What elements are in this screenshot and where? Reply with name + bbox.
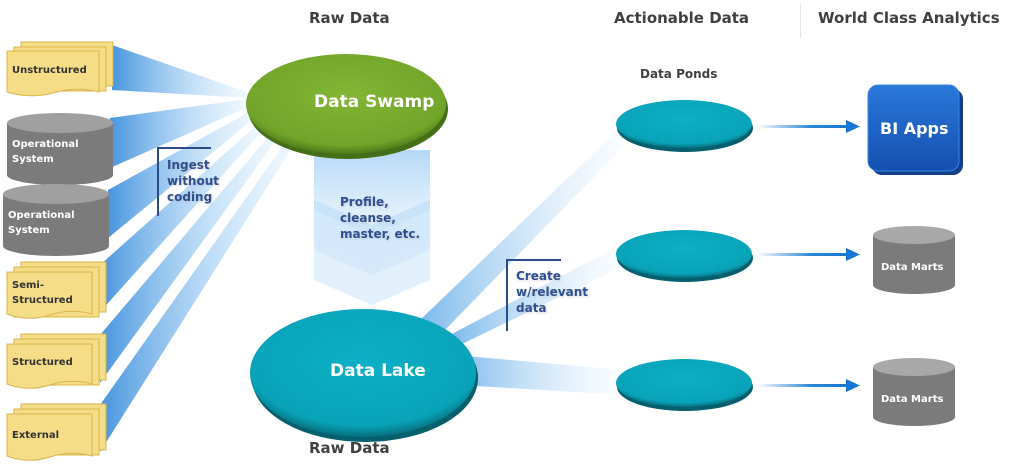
data-pond-2[interactable] [616, 230, 753, 282]
source-label-external: External [12, 430, 60, 441]
beam-pond-2 [450, 245, 625, 345]
source-label-unstructured: Unstructured [12, 65, 87, 76]
source-structured-document[interactable] [6, 333, 107, 389]
data-lake-label: Data Lake [330, 361, 426, 381]
arrow-to-bi-apps [760, 120, 860, 133]
data-pond-1[interactable] [616, 100, 753, 152]
data-pond-3[interactable] [616, 359, 753, 411]
source-operational-system-1[interactable] [7, 113, 113, 185]
bi-apps-label: BI Apps [880, 119, 949, 138]
create-bracket [506, 259, 561, 331]
header-raw-data-bottom: Raw Data [309, 439, 390, 457]
arrow-to-data-marts-1 [760, 248, 860, 261]
ingest-beams [100, 45, 300, 452]
beam-structured [100, 123, 285, 383]
distribution-beams [420, 130, 630, 395]
beam-unstructured [112, 45, 250, 98]
data-ponds-label: Data Ponds [640, 67, 718, 81]
header-actionable-data: Actionable Data [614, 9, 750, 27]
data-swamp-label: Data Swamp [314, 92, 435, 112]
data-marts-cylinder-1[interactable] [873, 226, 955, 294]
beam-semi-structured [100, 115, 272, 312]
header-raw-data-top: Raw Data [309, 9, 390, 27]
bi-apps-box[interactable] [867, 84, 963, 175]
beam-operational-1 [110, 98, 255, 168]
beam-external [100, 130, 300, 452]
processing-funnel [314, 150, 430, 305]
data-marts-label-1: Data Marts [881, 262, 944, 273]
data-marts-cylinder-2[interactable] [873, 358, 955, 426]
beam-pond-3 [455, 355, 625, 395]
source-unstructured-document[interactable] [6, 41, 114, 97]
source-external-document[interactable] [6, 403, 107, 461]
header-world-class-analytics: World Class Analytics [818, 9, 1000, 27]
header-divider [800, 4, 801, 38]
data-lake-node[interactable] [250, 309, 478, 442]
source-label-structured: Structured [12, 357, 73, 368]
source-operational-system-2[interactable] [3, 184, 109, 256]
note-profile-cleanse-master: Profile,cleanse,master, etc. [340, 195, 421, 241]
data-swamp-node[interactable] [246, 54, 448, 159]
beam-operational-2 [108, 106, 262, 238]
source-semi-structured-document[interactable] [6, 261, 107, 319]
data-marts-label-2: Data Marts [881, 394, 944, 405]
arrow-to-data-marts-2 [760, 379, 860, 392]
ingest-bracket [157, 147, 211, 216]
source-label-semi-structured: Semi-Structured [12, 280, 73, 306]
beam-pond-1 [420, 130, 630, 330]
